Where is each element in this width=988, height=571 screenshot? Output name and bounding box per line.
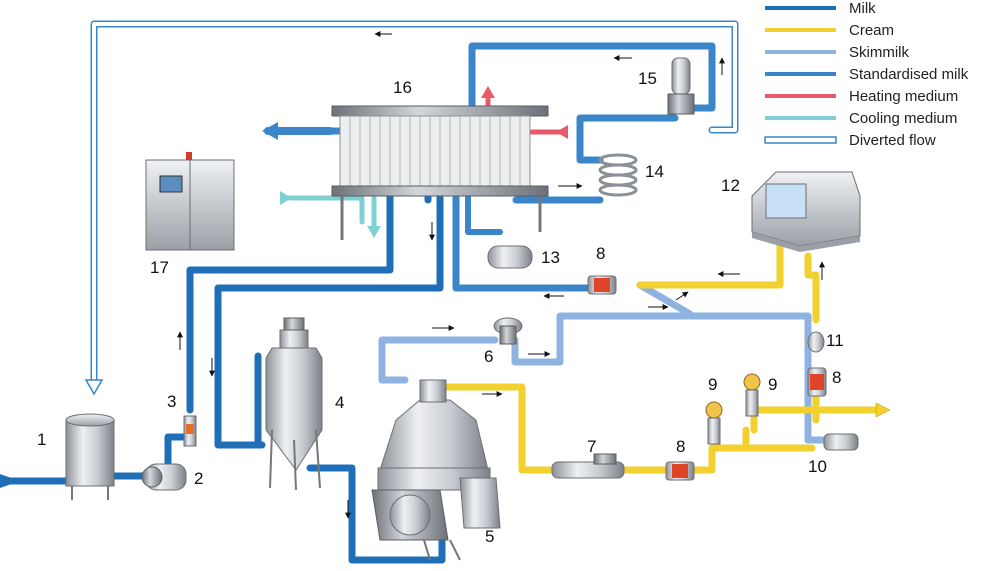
- feed-pump: [141, 463, 187, 491]
- heating-out-arrow-icon: [481, 86, 495, 98]
- legend-label-milk: Milk: [849, 0, 876, 17]
- label-separator: 5: [485, 527, 494, 546]
- label-deaerator: 4: [335, 393, 344, 412]
- label-feed-pump: 2: [194, 469, 203, 488]
- label-regulating-valve-b: 9: [768, 375, 777, 394]
- shut-off-valve: [823, 433, 859, 451]
- plate-heat-exchanger: [331, 105, 549, 240]
- deaerator-vessel: [265, 317, 323, 491]
- label-plate-heat-exchanger: 16: [393, 78, 412, 97]
- cooling-in-arrow-icon: [280, 191, 292, 205]
- density-transmitter: [551, 453, 625, 479]
- legend: Milk Cream Skimmilk Standardised milk He…: [764, 0, 969, 149]
- label-shut-off-valve: 10: [808, 457, 827, 476]
- legend-item-standardised-milk: Standardised milk: [765, 66, 969, 83]
- cream-out-arrow-icon: [875, 402, 891, 418]
- legend-item-diverted-flow: Diverted flow: [764, 132, 936, 149]
- cooling-out-arrow-icon: [367, 226, 381, 238]
- label-holding-tube: 14: [645, 162, 664, 181]
- flow-transmitter-cream: [665, 461, 695, 481]
- regulating-valve-a: [705, 401, 723, 445]
- flow-transmitter-skim: [807, 367, 827, 397]
- label-control-panel: 17: [150, 258, 169, 277]
- label-flow-transmitter-cream: 8: [676, 437, 685, 456]
- separator: [371, 379, 501, 561]
- hot-water-unit: [487, 245, 533, 269]
- label-balance-tank: 1: [37, 430, 46, 449]
- control-panel: [145, 152, 235, 251]
- legend-item-heating-medium: Heating medium: [765, 88, 958, 105]
- diverted-arrow-icon: [84, 379, 104, 396]
- legend-label-standardised-milk: Standardised milk: [849, 66, 969, 83]
- legend-label-skimmilk: Skimmilk: [849, 44, 909, 61]
- legend-label-diverted-flow: Diverted flow: [849, 132, 936, 149]
- legend-label-cooling-medium: Cooling medium: [849, 110, 957, 127]
- holding-tube: [598, 153, 638, 197]
- legend-item-skimmilk: Skimmilk: [765, 44, 909, 61]
- flow-controller: [183, 415, 197, 447]
- label-flow-transmitter-remix: 8: [596, 244, 605, 263]
- legend-swatch-hollow: [764, 136, 837, 144]
- legend-label-cream: Cream: [849, 22, 894, 39]
- constant-pressure-valve: [493, 317, 523, 345]
- label-regulating-valve-a: 9: [708, 375, 717, 394]
- flow-arrows: [177, 55, 825, 519]
- skimmilk-pipes: [378, 281, 844, 444]
- legend-item-cooling-medium: Cooling medium: [765, 110, 957, 127]
- label-check-valve: 11: [826, 331, 844, 350]
- legend-item-milk: Milk: [765, 0, 876, 17]
- label-hot-water-unit: 13: [541, 248, 560, 267]
- inlet-arrow-icon: [0, 474, 20, 488]
- legend-label-heating-medium: Heating medium: [849, 88, 958, 105]
- standardised-milk-pipes: [262, 42, 716, 292]
- heating-in-arrow-icon: [556, 125, 568, 139]
- label-flow-controller: 3: [167, 392, 176, 411]
- label-divert-valve: 15: [638, 69, 657, 88]
- label-constant-pressure-valve: 6: [484, 347, 493, 366]
- label-flow-transmitter-skim: 8: [832, 368, 841, 387]
- check-valve: [807, 331, 825, 353]
- balance-tank: [65, 413, 115, 500]
- flow-arrow: [675, 291, 689, 301]
- flow-transmitter-remix: [587, 275, 617, 295]
- homogenizer: [751, 171, 861, 252]
- label-homogenizer: 12: [721, 176, 740, 195]
- outlet-arrow-icon: [262, 122, 278, 140]
- regulating-valve-b: [743, 373, 761, 417]
- diverted-flow-line: [84, 20, 739, 396]
- legend-item-cream: Cream: [765, 22, 894, 39]
- label-density-transmitter: 7: [587, 437, 596, 456]
- divert-valve: [667, 57, 695, 115]
- component-labels: 1 2 3 4 5 6 7 8 8 8 9 9 10 11 12 13 14 1…: [37, 69, 844, 546]
